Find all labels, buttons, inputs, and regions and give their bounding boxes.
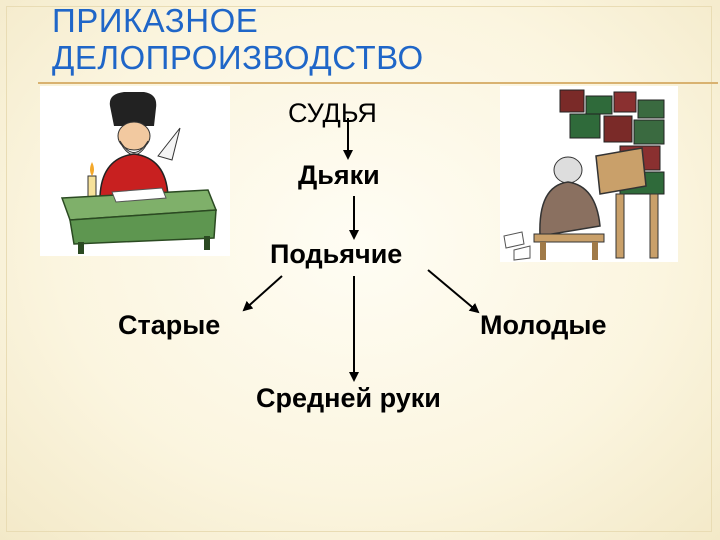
clerk-illustration [40,86,230,256]
node-starye: Старые [118,310,221,340]
node-dyaki: Дьяки [298,160,380,190]
title-line-2: ДЕЛОПРОИЗВОДСТВО [52,39,424,76]
arrow-podyachie-to-starye [242,275,283,312]
arrow-podyachie-to-molodye [427,269,480,314]
node-sredney-ruki: Средней руки [256,383,441,413]
node-judge: СУДЬЯ [288,98,377,128]
node-podyachie: Подьячие [270,239,403,269]
slide-title: ПРИКАЗНОЕ ДЕЛОПРОИЗВОДСТВО [52,2,472,76]
scribe-illustration [500,86,678,262]
slide-frame [6,6,712,532]
title-underline [38,82,718,84]
node-molodye: Молодые [480,310,607,340]
title-line-1: ПРИКАЗНОЕ [52,2,259,39]
